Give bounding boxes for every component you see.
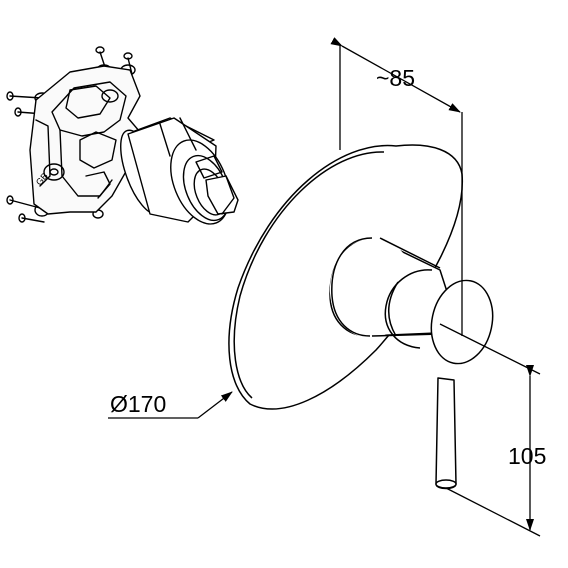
cartridge-cylinder (120, 117, 239, 225)
handle-lever (435, 377, 457, 490)
housing-frame: GB (29, 65, 147, 215)
dimension-lines (108, 37, 541, 537)
trim-assembly (228, 144, 494, 490)
handle-height-dimension-label: 105 (508, 443, 546, 469)
concealed-valve-body: GB (6, 46, 239, 225)
diameter-dimension-label: Ø170 (110, 391, 166, 417)
depth-dimension-label: ~85 (376, 65, 415, 91)
